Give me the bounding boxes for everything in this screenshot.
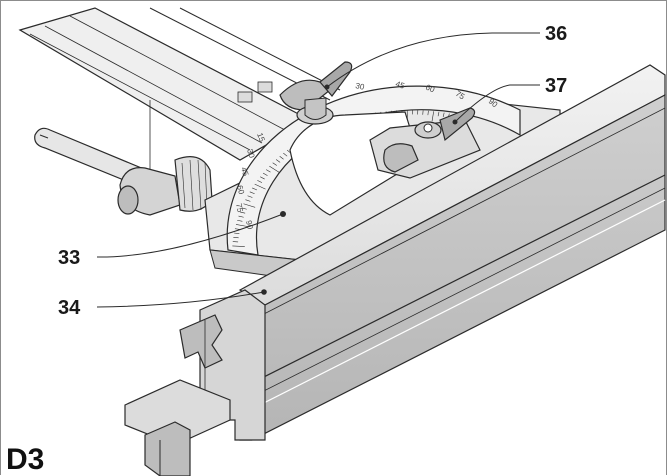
scale-label: 30 [355,81,366,92]
scale-tick [279,156,284,160]
scale-tick [233,236,239,239]
scale-tick [235,224,249,227]
scale-label: 60 [424,83,436,95]
scale-tick [241,207,247,210]
scale-label: 75 [234,203,245,214]
scale-tick [234,232,240,234]
scale-label: 90 [244,220,255,231]
leader-36 [326,32,540,88]
scale-tick [257,180,263,183]
guide-bar [124,379,231,476]
scale-tick [254,183,266,190]
figure-label: D3 [6,443,45,476]
scale-tick [252,187,258,191]
callout-37: 37 [545,75,568,97]
scale-label: 60 [235,184,246,195]
scale-tick [266,169,271,173]
scale-tick [237,219,243,222]
scale-tick [232,245,245,247]
scale-tick [437,111,440,117]
wing-knob-36 [279,61,353,125]
scale-tick [245,199,251,202]
scale-tick [431,111,434,122]
leader-33 [96,213,284,258]
scale-label: 30 [245,148,256,160]
scale-tick [275,159,281,163]
scale-tick [427,110,429,116]
scale-tick [283,152,288,157]
callout-34: 34 [58,297,81,319]
leader-34 [96,291,265,308]
scale-tick [260,176,265,180]
scale-label: 45 [239,166,250,178]
scale-label: 15 [255,132,267,144]
scale-tick [272,162,277,166]
callout-36: 36 [545,23,568,45]
scale-tick [249,191,255,194]
leader-37 [454,84,540,123]
locking-handle [34,127,213,216]
scale-tick [247,195,253,198]
aluminium-fence [179,64,666,441]
callout-33: 33 [58,247,81,269]
scale-tick [442,112,445,118]
scale-tick [262,172,268,176]
scale-tick [243,203,256,208]
leader-lines [96,32,540,308]
scale-tick [239,211,246,214]
scale-label: 45 [394,79,406,90]
scale-tick [238,215,244,218]
scale-tick [269,165,280,173]
